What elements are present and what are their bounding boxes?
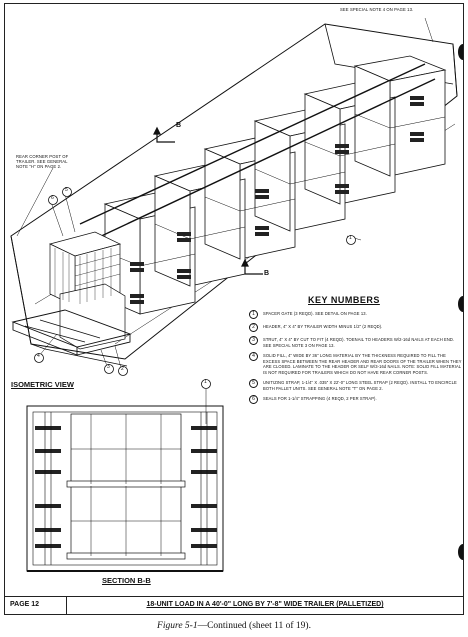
callout-1-section: 1 [204,379,207,385]
key-number-badge: 4 [249,352,258,362]
rear-corner-post-note: REAR CORNER POST OF TRAILER. SEE GENERAL… [16,154,69,169]
key-item-text: SOLID FILL, 4" WIDE BY 36" LONG MATERIAL… [263,353,462,375]
key-item: 4 SOLID FILL, 4" WIDE BY 36" LONG MATERI… [249,352,463,375]
key-item: 1 SPACER GATE (3 REQD). SEE DETAIL ON PA… [249,310,463,319]
callout-1-iso: 1 [349,235,352,241]
section-bb-label: SECTION B-B [102,576,151,585]
key-number-badge: 6 [249,395,258,405]
key-item-text: STRUT, 4" X 4" BY CUT TO FIT (4 REQD). T… [263,337,455,348]
key-item-text: HEADER, 4" X 4" BY TRAILER WIDTH MINUS 1… [263,324,383,329]
key-item-text: SEALS FOR 1-1/4" STRAPPING (4 REQD, 2 PE… [263,396,377,402]
key-item: 6 SEALS FOR 1-1/4" STRAPPING (4 REQD, 2 … [249,395,463,405]
key-number-badge: 5 [249,379,258,389]
drawing-sheet: SEE SPECIAL NOTE 4 ON PAGE 13. REAR CORN… [4,3,464,615]
section-marker-top: B [176,122,182,129]
key-number-badge: 2 [249,323,258,332]
isometric-view-label: ISOMETRIC VIEW [11,380,74,389]
key-numbers-list: 1 SPACER GATE (3 REQD). SEE DETAIL ON PA… [249,310,463,409]
key-item: 2 HEADER, 4" X 4" BY TRAILER WIDTH MINUS… [249,323,463,332]
figure-caption: Figure 5-1—Continued (sheet 11 of 19). [0,621,468,631]
isometric-and-section-drawing [10,17,463,572]
key-item-text: UNITIZING STRAP, 1-1/4" X .035" X 22'-0"… [263,380,457,391]
figure-number: Figure 5-1 [157,621,198,631]
callout-5-iso-top: 5 [65,187,68,193]
callout-2-iso: 2 [121,366,124,372]
key-number-badge: 3 [249,336,258,345]
key-number-badge: 1 [249,310,258,319]
callout-6-iso: 6 [51,195,54,201]
callout-4-iso: 4 [37,353,40,359]
key-item-text: SPACER GATE (3 REQD). SEE DETAIL ON PAGE… [263,311,367,316]
section-marker-bottom: B [264,270,270,277]
drawing-title: 18-UNIT LOAD IN A 40'-0" LONG BY 7'-8" W… [67,596,463,614]
page-number: PAGE 12 [5,596,67,614]
figure-caption-text: —Continued (sheet 11 of 19). [197,621,311,631]
callout-3-iso: 3 [107,364,110,370]
key-item: 3 STRUT, 4" X 4" BY CUT TO FIT (4 REQD).… [249,336,463,348]
top-special-note: SEE SPECIAL NOTE 4 ON PAGE 13. [340,7,414,12]
key-item: 5 UNITIZING STRAP, 1-1/4" X .035" X 22'-… [249,379,463,391]
key-numbers-title: KEY NUMBERS [308,295,380,305]
